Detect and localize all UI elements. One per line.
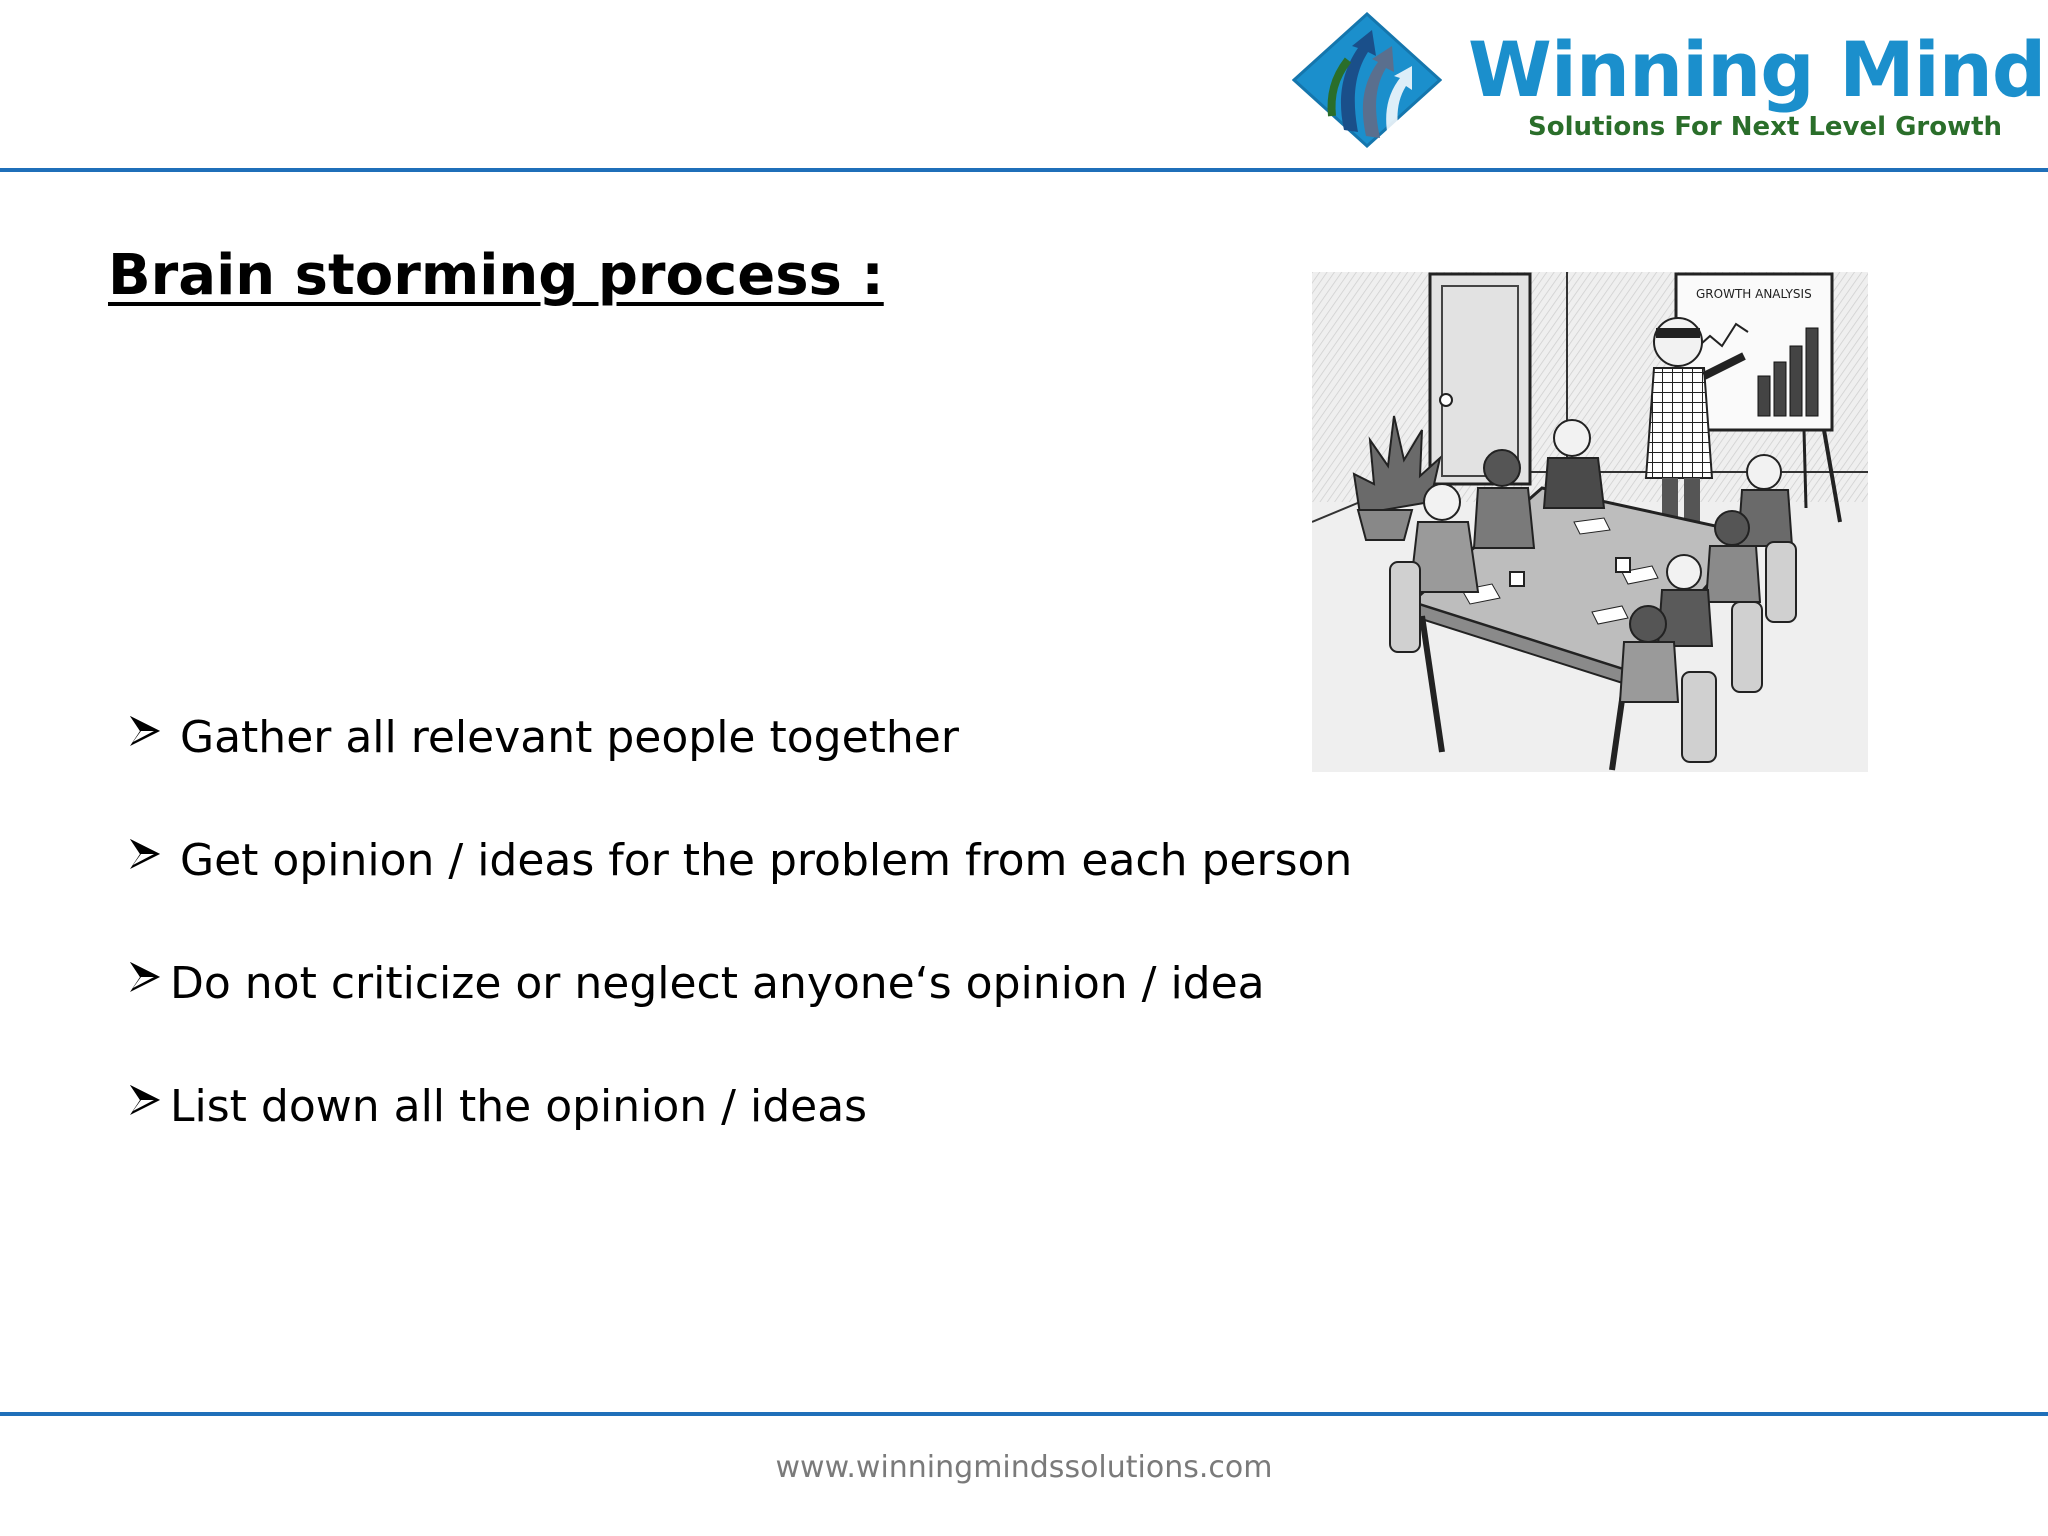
list-item: Get opinion / ideas for the problem from…	[128, 823, 1378, 946]
bullet-text: List down all the opinion / ideas	[170, 1081, 868, 1132]
bullet-text: Get opinion / ideas for the problem from…	[180, 835, 1353, 886]
meeting-cartoon-illustration: GROWTH ANALYSIS	[1312, 272, 1868, 772]
winning-minds-logo-icon	[1292, 12, 1442, 148]
list-item: Gather all relevant people together	[128, 700, 1378, 823]
footer-divider	[0, 1412, 2048, 1416]
arrow-bullet-icon	[130, 839, 160, 869]
bullet-text: Do not criticize or neglect anyone‘s opi…	[170, 958, 1265, 1009]
logo-tagline: Solutions For Next Level Growth	[1528, 112, 2003, 142]
slide-title: Brain storming process :	[108, 243, 884, 308]
bullet-list: Gather all relevant people together Get …	[128, 700, 1378, 1192]
company-logo: Winning Minds Solutions For Next Level G…	[1292, 12, 2048, 148]
arrow-bullet-icon	[130, 962, 160, 992]
arrow-bullet-icon	[130, 1085, 160, 1115]
list-item: List down all the opinion / ideas	[128, 1069, 1378, 1192]
list-item: Do not criticize or neglect anyone‘s opi…	[128, 946, 1378, 1069]
footer-website-url: www.winningmindssolutions.com	[775, 1450, 1273, 1485]
growth-analysis-caption: GROWTH ANALYSIS	[1696, 287, 1812, 301]
header-divider	[0, 168, 2048, 172]
bullet-text: Gather all relevant people together	[180, 712, 959, 763]
logo-wordmark: Winning Minds	[1468, 25, 2048, 114]
arrow-bullet-icon	[130, 716, 160, 746]
